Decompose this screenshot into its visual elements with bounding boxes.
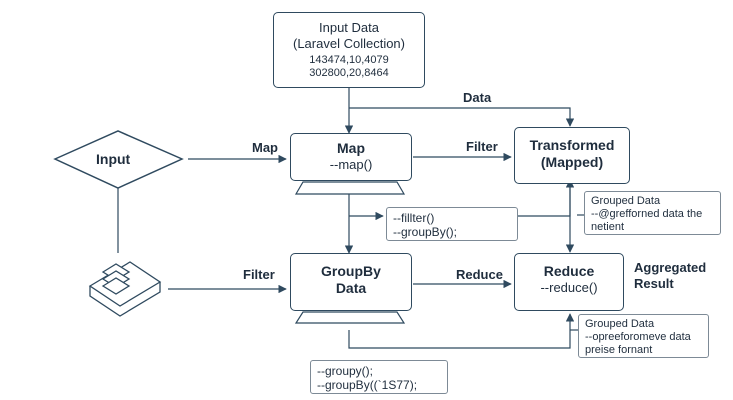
- groupby-subtitle: Data: [335, 280, 367, 296]
- transformed-subtitle: (Mapped): [540, 154, 604, 170]
- edge-label-filter-top: Filter: [466, 139, 498, 154]
- filter-note-line-1: --fillter(): [393, 211, 435, 225]
- grouped-bottom-line-1: Grouped Data: [585, 318, 655, 330]
- grouped-top-line-1: Grouped Data: [591, 195, 661, 207]
- groupby-title: GroupBy: [321, 263, 381, 279]
- grouped-top-line-2: --@grefforned data the: [591, 208, 703, 220]
- input-data-line-1: 143474,10,4079: [309, 54, 389, 66]
- map-base: [294, 181, 406, 195]
- groupy-note-line-1: --groupy();: [317, 364, 374, 378]
- map-box[interactable]: Map --map(): [290, 133, 412, 181]
- edge-note-transformed: [518, 179, 575, 217]
- grouped-bottom-line-3: preise fornant: [585, 344, 653, 356]
- input-diamond: [53, 130, 184, 189]
- reduce-method: --reduce(): [540, 280, 598, 295]
- groupby-base: [294, 311, 406, 324]
- edge-feedback-reduce: [348, 313, 575, 349]
- edge-label-reduce: Reduce: [456, 267, 503, 282]
- reduce-title: Reduce: [543, 263, 595, 279]
- grouped-top-line-3: netient: [591, 221, 625, 233]
- groupy-note-line-2: --groupBy((`1S77);: [317, 378, 418, 392]
- edge-data-transformed: [349, 107, 575, 127]
- input-data-subtitle: (Laravel Collection): [293, 36, 405, 51]
- input-data-line-2: 302800,20,8464: [309, 67, 389, 79]
- filter-note-line-2: --groupBy();: [393, 225, 458, 239]
- edge-label-map: Map: [252, 140, 278, 155]
- groupy-note: --groupy(); --groupBy((`1S77);: [310, 360, 448, 394]
- reduce-box[interactable]: Reduce --reduce(): [514, 253, 624, 311]
- stacked-layers-icon: [88, 261, 162, 317]
- aggregated-line-1: Aggregated: [634, 260, 707, 275]
- filter-groupby-note: --fillter() --groupBy();: [386, 207, 518, 241]
- input-data-title: Input Data: [319, 20, 379, 35]
- transformed-title: Transformed: [529, 137, 615, 153]
- transformed-box[interactable]: Transformed (Mapped): [514, 127, 630, 184]
- grouped-bottom-line-2: --opreeforomeve data: [585, 331, 691, 343]
- map-title: Map: [337, 140, 365, 156]
- map-method: --map(): [329, 157, 373, 172]
- grouped-data-note-top: Grouped Data --@grefforned data the neti…: [584, 191, 721, 235]
- input-node-label: Input: [96, 151, 131, 167]
- edge-label-filter-bottom: Filter: [243, 267, 275, 282]
- aggregated-line-2: Result: [634, 276, 674, 291]
- aggregated-result-label: Aggregated Result: [634, 260, 706, 292]
- edge-label-data: Data: [463, 90, 492, 105]
- groupby-box[interactable]: GroupBy Data: [290, 253, 412, 311]
- input-data-box[interactable]: Input Data (Laravel Collection) 143474,1…: [273, 12, 425, 88]
- grouped-data-note-bottom: Grouped Data --opreeforomeve data preise…: [578, 314, 709, 358]
